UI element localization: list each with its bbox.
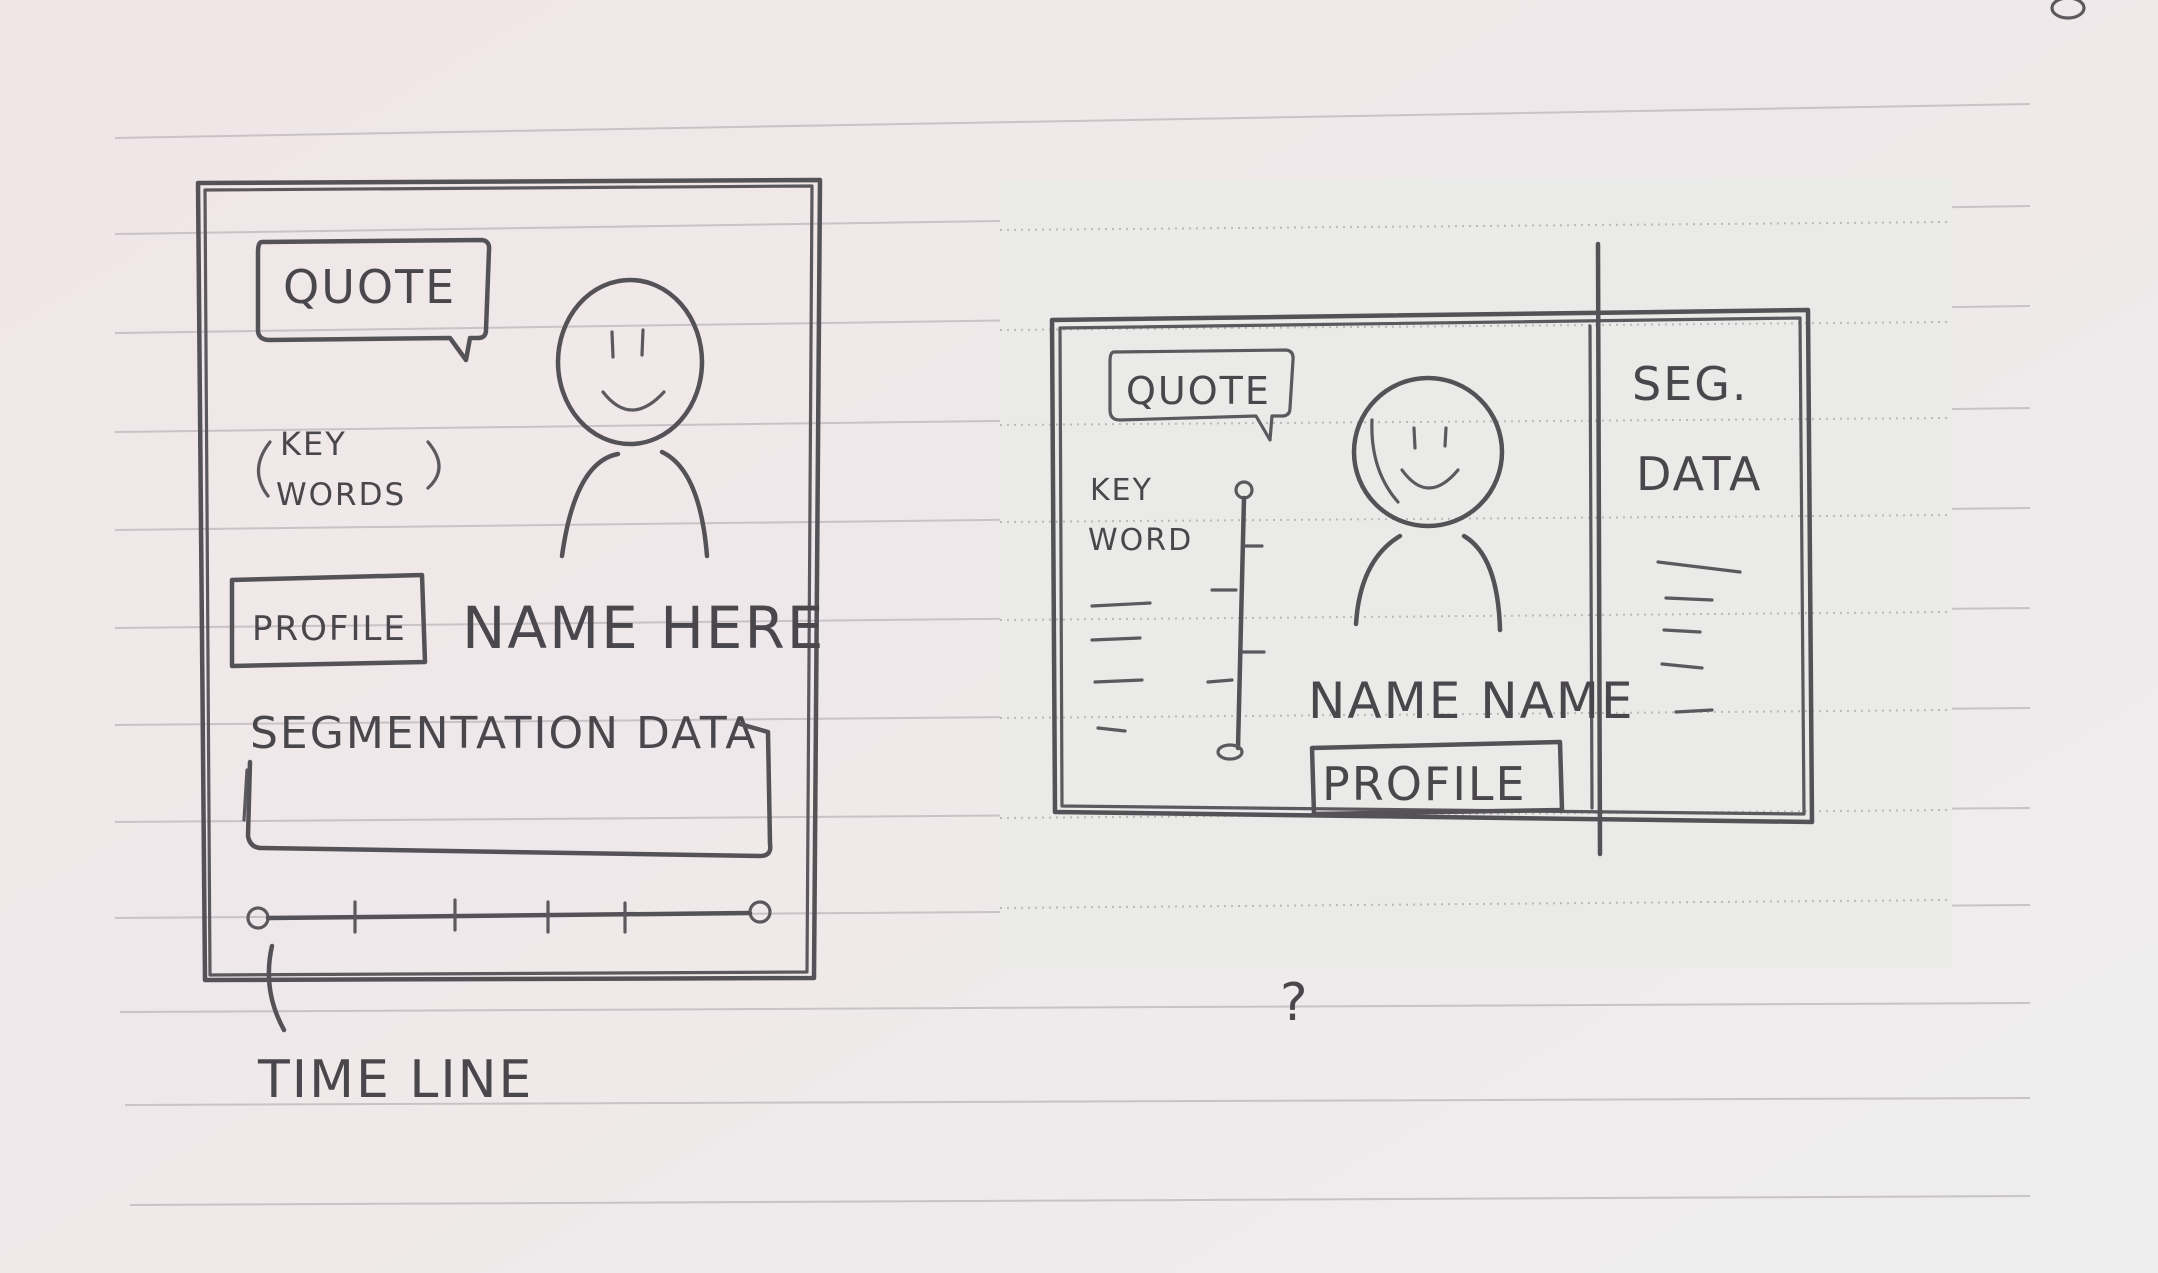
right-quote-label: QUOTE [1126, 369, 1271, 413]
right-keyword-line2: WORD [1088, 523, 1193, 558]
right-profile-label: PROFILE [1322, 757, 1527, 811]
right-name-label: NAME NAME [1308, 672, 1635, 730]
left-segmentation-box [245, 721, 773, 859]
left-profile-button: PROFILE [229, 572, 428, 669]
left-segmentation-label: SEGMENTATION DATA [250, 708, 757, 759]
right-divider [1595, 241, 1603, 857]
left-keywords-line1: KEY [280, 425, 347, 463]
left-timeline-label: TIME LINE [257, 1050, 533, 1110]
left-timeline: TIME LINE [246, 898, 772, 1110]
corner-ring-mark [2050, 0, 2086, 20]
left-frame [195, 177, 823, 983]
right-seg-line1: SEG. [1632, 357, 1749, 411]
right-person-icon [1351, 375, 1505, 633]
right-seg-list [1656, 560, 1742, 714]
right-keyword-list [1090, 601, 1152, 733]
left-person-icon [555, 277, 710, 559]
left-profile-label: PROFILE [252, 609, 407, 649]
right-frame [1049, 307, 1815, 825]
right-quote-bubble: QUOTE [1108, 348, 1295, 442]
right-sketch: QUOTE KEY WORD [999, 178, 1953, 968]
left-name-label: NAME HERE [462, 594, 825, 662]
question-mark: ? [1280, 973, 1310, 1033]
left-quote-bubble: QUOTE [255, 237, 492, 363]
right-seg-line2: DATA [1636, 447, 1763, 501]
left-keywords-line2: WORDS [276, 477, 406, 513]
right-vertical-timeline [1206, 480, 1266, 761]
left-sketch: QUOTE KEY WORDS PROFILE NAME HERE SEGMEN… [195, 177, 825, 1110]
right-keyword-line1: KEY [1090, 473, 1153, 508]
left-keywords: KEY WORDS [256, 425, 441, 513]
left-quote-label: QUOTE [283, 260, 456, 314]
right-profile-button: PROFILE [1309, 739, 1565, 817]
